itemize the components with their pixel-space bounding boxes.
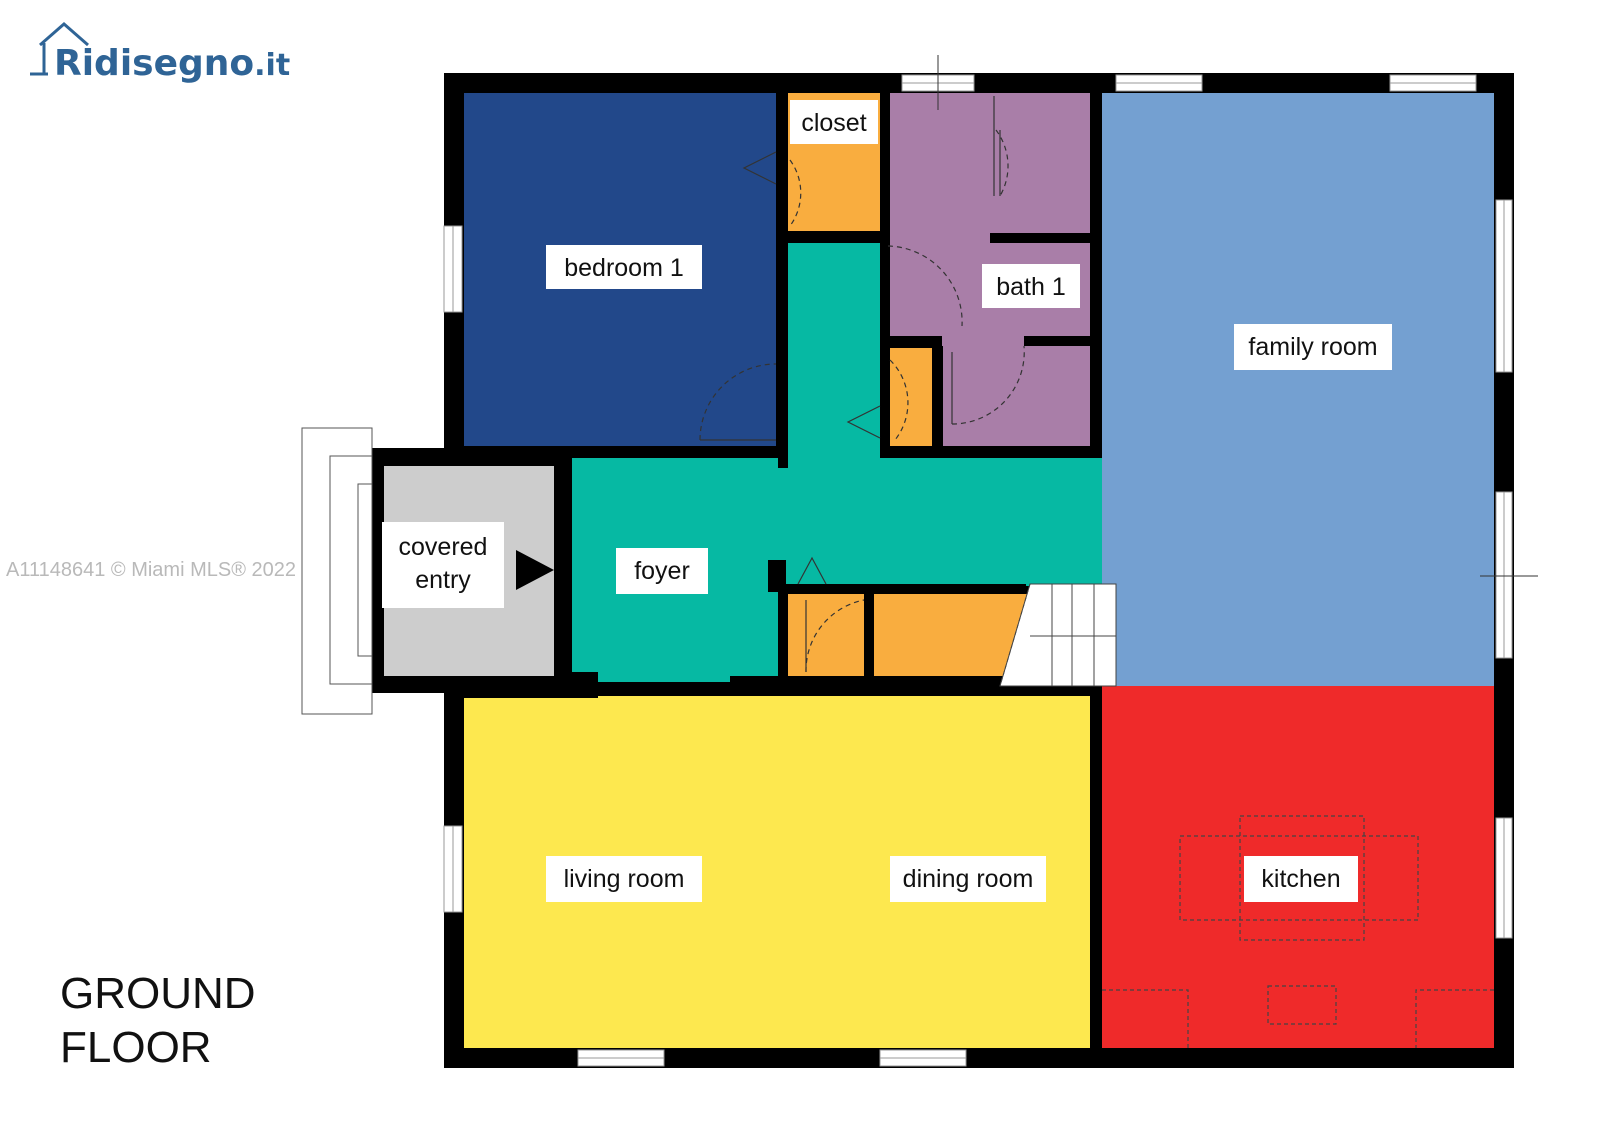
kitchen-fixtures <box>1102 815 1494 1048</box>
storage-under-stairs <box>874 594 1030 686</box>
windows <box>443 74 1513 1067</box>
family-room-area <box>1102 93 1494 686</box>
label-family-room: family room <box>1248 333 1377 361</box>
logo: Ridisegno.it <box>30 22 290 84</box>
label-kitchen: kitchen <box>1261 865 1340 893</box>
label-bath-1: bath 1 <box>996 273 1066 301</box>
room-label-family-room: family room <box>1234 324 1392 370</box>
door-swings <box>699 96 1025 673</box>
stairs <box>999 583 1117 687</box>
room-label-kitchen: kitchen <box>1244 856 1358 902</box>
label-foyer: foyer <box>634 557 690 585</box>
label-entry: entry <box>415 566 471 594</box>
room-label-dining-room: dining room <box>890 856 1046 902</box>
mls-watermark: A11148641 © Miami MLS® 2022 <box>6 559 296 581</box>
window-lines <box>452 82 1505 1059</box>
floor-label-line-1: GROUND <box>60 969 256 1018</box>
logo-text: Ridisegno <box>54 43 254 84</box>
label-bedroom-1: bedroom 1 <box>564 254 684 282</box>
room-label-bedroom-1: bedroom 1 <box>546 245 702 289</box>
label-living-room: living room <box>564 865 685 893</box>
wall-markers <box>937 55 1538 577</box>
room-label-foyer: foyer <box>616 548 708 594</box>
interior-walls <box>464 93 1102 1048</box>
floor-label-line-2: FLOOR <box>60 1023 212 1072</box>
logo-tld: .it <box>254 48 290 83</box>
room-label-covered-entry: covered entry <box>382 522 504 608</box>
svg-text:Ridisegno.it: Ridisegno.it <box>54 43 290 84</box>
opening-markers <box>742 151 881 585</box>
house-icon <box>30 22 89 76</box>
entry-steps <box>301 427 373 715</box>
label-closet: closet <box>801 109 866 137</box>
label-dining-room: dining room <box>903 865 1034 893</box>
storage-closet-left <box>788 586 864 686</box>
entry-arrow-icon <box>516 550 554 590</box>
room-label-closet: closet <box>790 100 878 144</box>
room-label-living-room: living room <box>546 856 702 902</box>
room-label-bath-1: bath 1 <box>982 264 1080 308</box>
label-covered: covered <box>399 533 488 561</box>
hall-closet-small <box>888 348 932 446</box>
